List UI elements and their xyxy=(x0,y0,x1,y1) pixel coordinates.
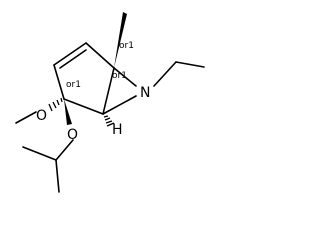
bond-c5-n xyxy=(102,95,137,115)
bond-ch-methyl-b xyxy=(22,146,57,161)
bond-c7-c6-double-outer xyxy=(53,42,87,66)
bond-c1-c5 xyxy=(102,67,115,115)
bond-c2-c5 xyxy=(63,98,104,115)
hashed-bond-c5-h xyxy=(103,115,115,127)
bond-n-ethyl-ch2 xyxy=(153,61,177,87)
wedge-bond-c1-methyl xyxy=(114,12,127,68)
bond-ch-methyl-a xyxy=(55,159,60,193)
bond-omethoxy-methyl xyxy=(15,111,37,124)
bond-c6-c2 xyxy=(53,64,65,100)
molecule-diagram: N H O O or1 or1 or1 xyxy=(15,12,205,193)
stereo-label-c1: or1 xyxy=(119,41,134,51)
atom-label-nitrogen: N xyxy=(140,85,150,101)
hashed-bond-c2-omethoxy xyxy=(48,97,63,112)
atom-label-oxygen-isopropoxy: O xyxy=(67,127,78,143)
stereo-label-c5: or1 xyxy=(112,71,127,81)
bond-c1-n xyxy=(113,67,137,87)
bond-c7-c6-double-inner xyxy=(59,49,87,69)
atom-label-oxygen-methoxy: O xyxy=(36,108,47,124)
bond-c1-c7 xyxy=(85,42,115,69)
stereo-label-c2: or1 xyxy=(66,80,81,90)
bond-ethyl-ch2-ch3 xyxy=(175,61,205,68)
bond-oisopropoxy-ch xyxy=(55,139,74,161)
wedge-bond-c2-oisopropoxy xyxy=(64,99,72,125)
atom-label-hydrogen: H xyxy=(112,122,123,138)
